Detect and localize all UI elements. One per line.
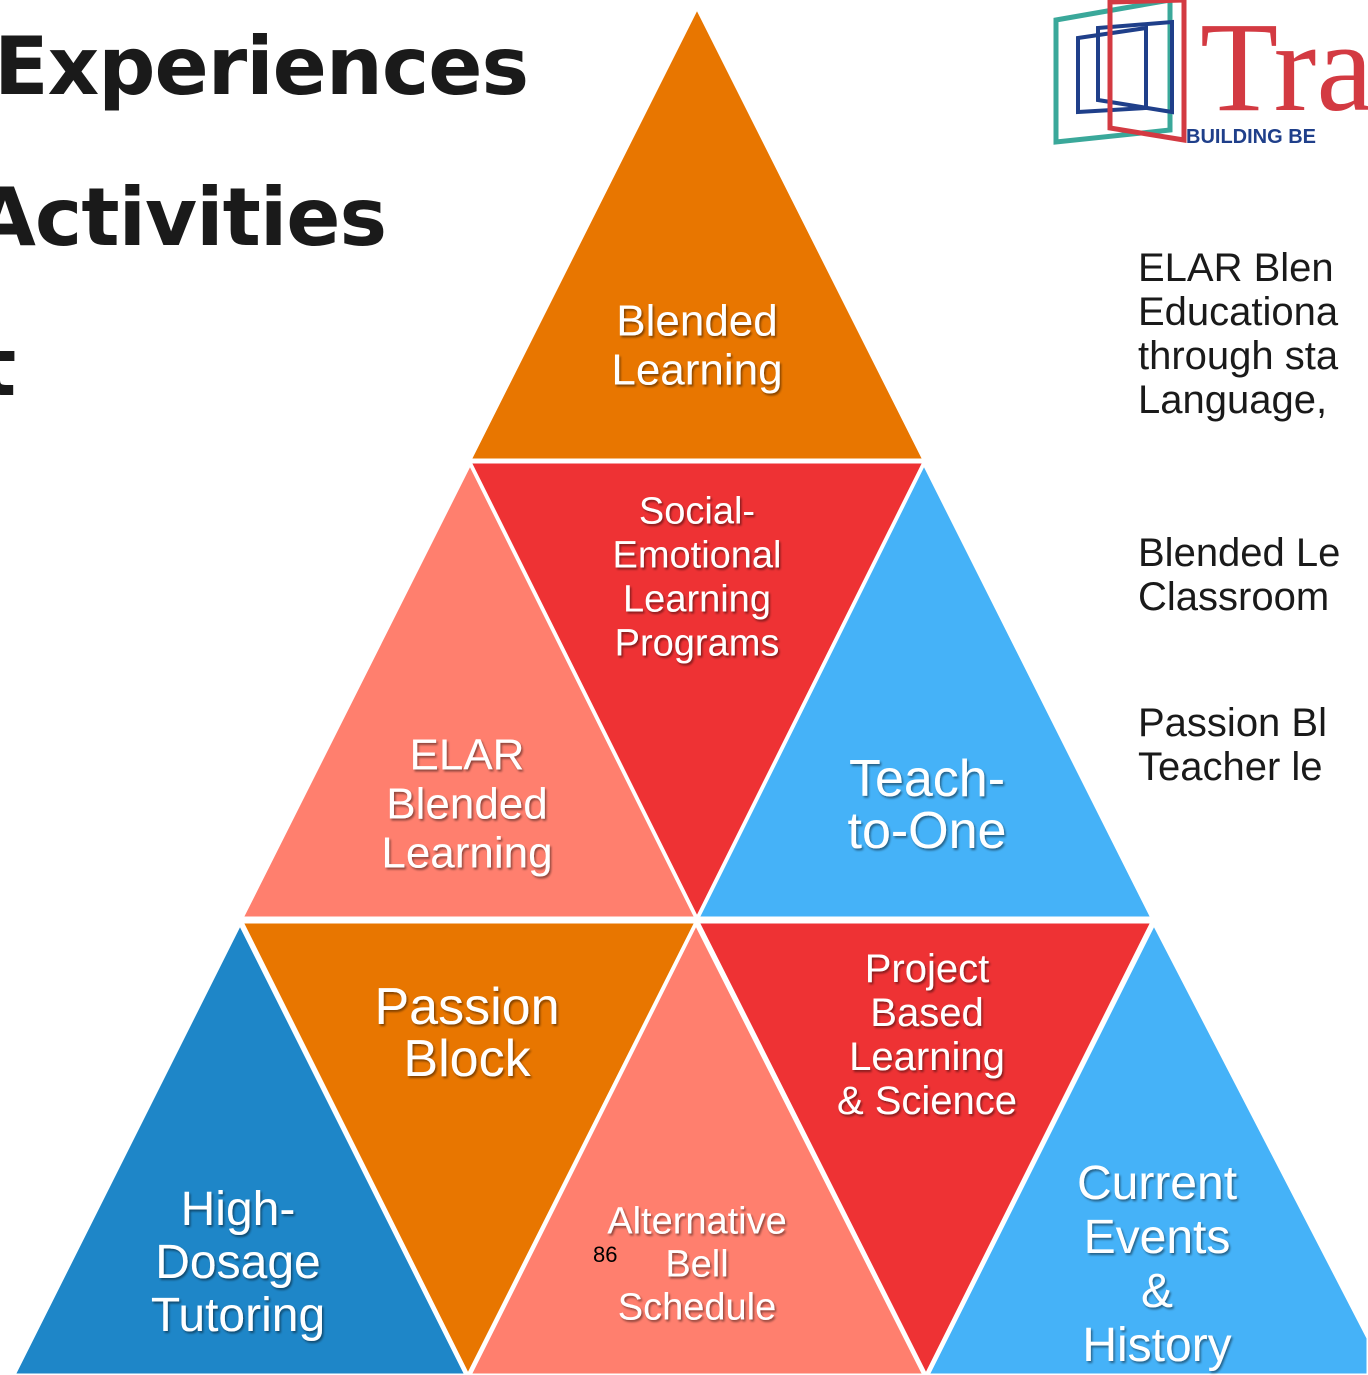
triangle-label-line: Learning — [611, 345, 782, 394]
heading-experiences: Experiences — [0, 20, 529, 113]
triangle-label-line: Emotional — [613, 534, 782, 576]
triangle-current-events — [926, 920, 1368, 1375]
triangle-blended-learning — [467, 4, 927, 462]
triangle-high-dosage — [12, 920, 468, 1375]
triangle-label-line: & — [1141, 1265, 1173, 1318]
side-paragraph-blended: Blended Le Classroom — [1138, 531, 1340, 619]
triangle-label-line: Alternative — [607, 1200, 787, 1242]
triangle-label-line: Project — [865, 947, 990, 991]
triangle-teach-to-one — [695, 460, 1155, 920]
logo-tagline: BUILDING BE — [1186, 126, 1316, 148]
page-number: 86 — [593, 1242, 617, 1267]
triangle-label-line: Bell — [665, 1243, 728, 1285]
triangle-label-line: Social- — [639, 490, 755, 532]
triangle-label-line: Dosage — [155, 1236, 320, 1289]
side-paragraph-elar: ELAR Blen Educationa through sta Languag… — [1138, 246, 1338, 422]
side-line: Classroom — [1138, 575, 1330, 619]
triangle-label-line: Tutoring — [151, 1289, 325, 1342]
side-line: through sta — [1138, 334, 1339, 378]
triangle-label-line: to-One — [848, 802, 1007, 860]
triangle-label-line: ELAR — [410, 730, 525, 779]
triangle-label-line: Current — [1077, 1157, 1237, 1210]
side-paragraph-passion: Passion Bl Teacher le — [1138, 701, 1327, 789]
side-line: Educationa — [1138, 290, 1339, 334]
heading-activities: Activities — [0, 171, 387, 264]
triangle-label-line: Teach- — [849, 750, 1005, 808]
heading-t: t — [0, 328, 16, 408]
side-line: Language, — [1138, 378, 1328, 422]
triangle-label-line: Blended — [386, 779, 547, 828]
triangle-label-line: Passion — [375, 978, 560, 1036]
triangle-label-line: Learning — [849, 1035, 1005, 1079]
triangle-pbl-science — [695, 920, 1155, 1375]
triangle-elar-blended — [239, 460, 699, 920]
logo: Tra BUILDING BE — [1053, 0, 1368, 148]
triangle-label-line: Blended — [616, 296, 777, 345]
logo-text: Tra — [1200, 0, 1368, 138]
triangle-label-line: Block — [403, 1030, 531, 1088]
side-line: ELAR Blen — [1138, 246, 1334, 290]
triangle-label-line: Learning — [623, 578, 771, 620]
triangle-label-line: Learning — [381, 828, 552, 877]
side-line: Teacher le — [1138, 745, 1323, 789]
triangle-label-line: Programs — [615, 622, 780, 664]
triangle-label-line: High- — [181, 1183, 296, 1236]
side-line: Passion Bl — [1138, 701, 1327, 745]
triangle-label-line: Schedule — [618, 1286, 776, 1328]
triangle-label-teach-to-one: Teach-to-One — [848, 750, 1007, 860]
triangle-label-line: History — [1082, 1319, 1231, 1372]
triangle-label-line: Events — [1084, 1211, 1231, 1264]
logo-frame-icon — [1053, 0, 1187, 145]
triangle-label-line: Based — [870, 991, 983, 1035]
side-line: Blended Le — [1138, 531, 1341, 575]
triangle-label-line: & Science — [837, 1079, 1017, 1123]
triangle-alt-bell — [468, 920, 926, 1375]
